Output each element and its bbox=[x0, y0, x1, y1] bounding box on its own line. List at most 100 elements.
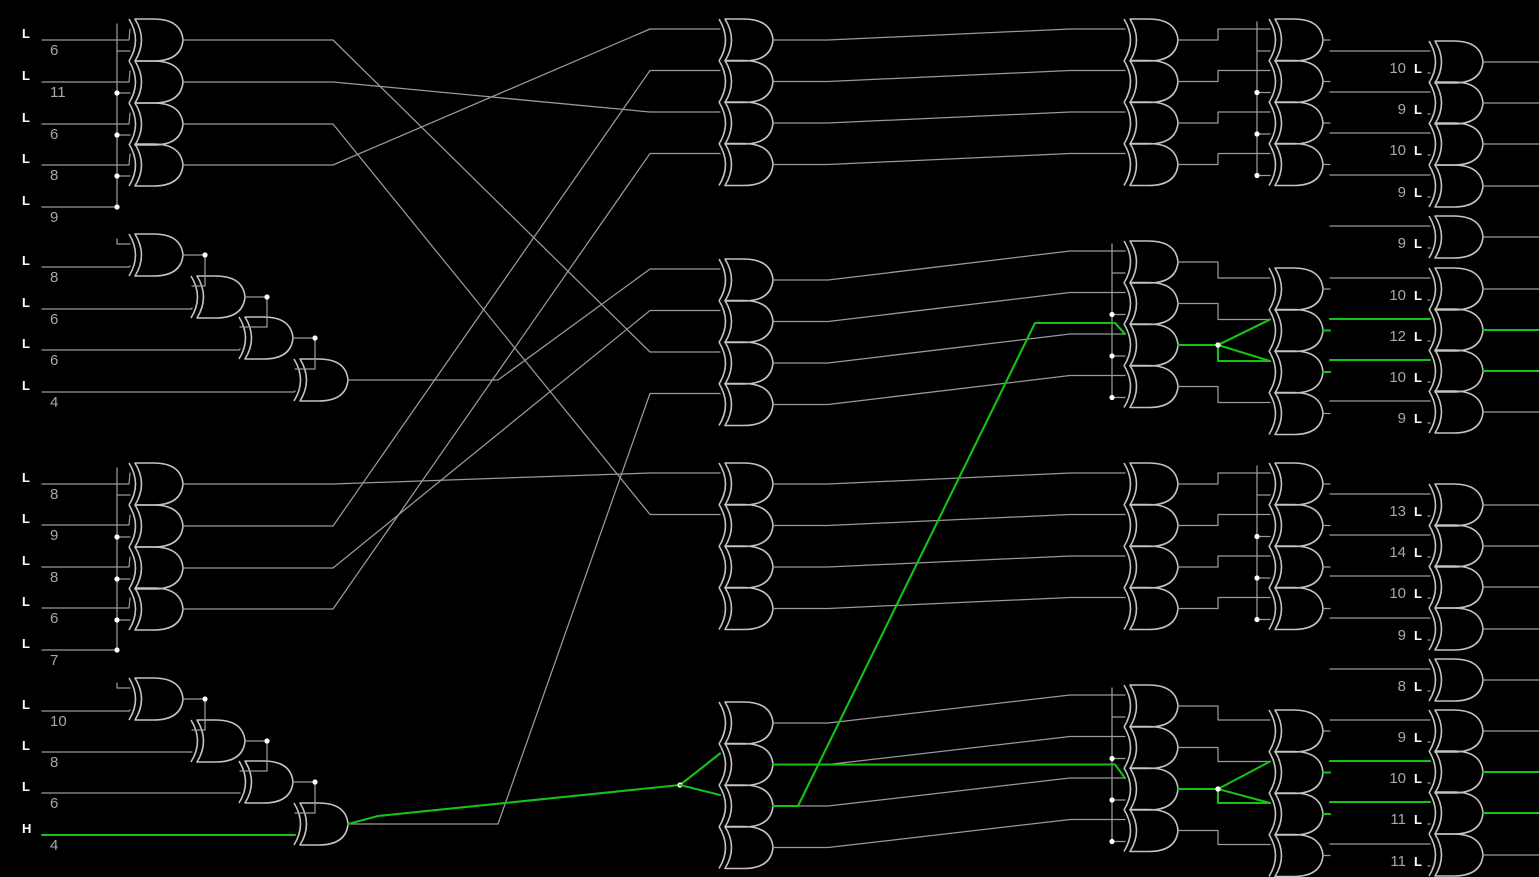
output-const-value-6: 12 bbox=[1389, 328, 1406, 345]
gate-body bbox=[1434, 267, 1484, 311]
xor-back-arc bbox=[1428, 267, 1437, 311]
gate-body bbox=[1434, 607, 1484, 651]
input-wire bbox=[41, 390, 296, 393]
xor-back-arc bbox=[1268, 18, 1277, 62]
junction-node bbox=[1215, 342, 1221, 348]
gate-body bbox=[1274, 18, 1324, 62]
active-path bbox=[1113, 763, 1127, 780]
output-const-value-1: 9 bbox=[1397, 101, 1406, 118]
gate-body bbox=[1274, 142, 1324, 187]
input-value-inputs_bottom-6: 8 bbox=[50, 754, 59, 771]
input-wire bbox=[41, 153, 131, 166]
link bbox=[1177, 28, 1271, 41]
input-level-inputs_top-8: L bbox=[22, 378, 30, 393]
xor-output-gate-8 bbox=[1428, 390, 1484, 434]
output-const-level-12: L bbox=[1414, 628, 1422, 643]
xor-back-arc bbox=[1123, 240, 1132, 284]
xor-output-gate-3 bbox=[1428, 164, 1484, 208]
xor-back-arc bbox=[1268, 751, 1277, 794]
xor-back-arc bbox=[718, 300, 727, 343]
xor-gate-c2-b0-2 bbox=[718, 101, 774, 145]
xor-back-arc bbox=[128, 143, 137, 187]
junction-node bbox=[1109, 838, 1115, 845]
xor-gate-c3-b1-0 bbox=[1123, 240, 1179, 284]
output-const-value-11: 10 bbox=[1389, 585, 1406, 602]
xor-output-gate-6 bbox=[1428, 308, 1484, 352]
xor-gate-c2-b1-3 bbox=[718, 382, 774, 427]
junction-node bbox=[114, 617, 120, 623]
fanout-active bbox=[1216, 787, 1272, 805]
xor-gate-c2-b2-0 bbox=[718, 462, 774, 506]
gate-body bbox=[724, 382, 774, 427]
output-const-value-3: 9 bbox=[1397, 184, 1406, 201]
output-const-level-9: L bbox=[1414, 504, 1422, 519]
xor-gate-c3-b1-3 bbox=[1123, 364, 1179, 409]
xor-output-gate-2 bbox=[1428, 122, 1484, 166]
gate-body bbox=[724, 299, 774, 344]
gate-body bbox=[724, 258, 774, 302]
cross-wire bbox=[772, 250, 1126, 281]
input-level-inputs_top-6: L bbox=[22, 295, 30, 310]
xor-back-arc bbox=[1268, 545, 1277, 589]
input-level-inputs_bottom-0: L bbox=[22, 470, 30, 485]
link-active bbox=[1176, 787, 1272, 805]
gate-body bbox=[1434, 40, 1484, 84]
gate-body bbox=[134, 587, 184, 631]
gate-body bbox=[1274, 709, 1324, 753]
output-const-level-8: L bbox=[1414, 411, 1422, 426]
gate-body bbox=[1129, 545, 1179, 589]
xor-back-arc bbox=[1428, 524, 1437, 568]
diag-wire bbox=[182, 39, 721, 353]
gate-body bbox=[134, 504, 184, 548]
output-const-level-15: L bbox=[1414, 771, 1422, 786]
output-const-value-10: 14 bbox=[1389, 544, 1406, 561]
xor-gate-c1-inputs_top-3 bbox=[128, 143, 184, 187]
input-level-inputs_top-0: L bbox=[22, 26, 30, 41]
xor-output-gate-4 bbox=[1428, 215, 1484, 259]
xor-back-arc bbox=[128, 677, 137, 721]
xor-cascade-inputs_top-2 bbox=[238, 316, 294, 360]
xor-gate-c3-b2-0 bbox=[1123, 462, 1179, 506]
junction-node bbox=[114, 534, 120, 540]
xor-gate-c2-b2-3 bbox=[718, 586, 774, 631]
xor-back-arc bbox=[718, 504, 727, 547]
xor-gate-c3-b0-1 bbox=[1123, 59, 1179, 104]
xor-gate-c3-b1-2 bbox=[1123, 323, 1179, 367]
input-level-inputs_top-1: L bbox=[22, 68, 30, 83]
xor-back-arc bbox=[1123, 545, 1132, 589]
xor-cascade-inputs_top-0 bbox=[128, 233, 184, 277]
fanout-active bbox=[1216, 343, 1272, 363]
link bbox=[1177, 385, 1271, 404]
gate-body bbox=[1129, 725, 1179, 770]
gate-body bbox=[1274, 308, 1324, 353]
xor-back-arc bbox=[1123, 101, 1132, 145]
xor-back-arc bbox=[1428, 565, 1437, 609]
xor-back-arc bbox=[1268, 143, 1277, 186]
xor-gate-c2-b0-0 bbox=[718, 18, 774, 62]
xor-gate-c2-b3-2 bbox=[718, 784, 774, 828]
cascade-wire bbox=[182, 698, 206, 731]
xor-gate-c1-inputs_bottom-0 bbox=[128, 462, 184, 506]
xor-back-arc bbox=[293, 358, 302, 402]
input-wire bbox=[41, 265, 131, 268]
gate-body bbox=[1434, 308, 1484, 352]
link bbox=[1177, 596, 1271, 610]
xor-back-arc bbox=[128, 462, 137, 506]
xor-back-arc bbox=[1428, 833, 1437, 877]
output-const-level-6: L bbox=[1414, 329, 1422, 344]
gate-body bbox=[1129, 462, 1179, 506]
output-const-level-2: L bbox=[1414, 143, 1422, 158]
junction-node bbox=[1215, 786, 1221, 792]
xor-gate-c3-b3-2 bbox=[1123, 767, 1179, 811]
input-value-inputs_bottom-3: 6 bbox=[50, 610, 59, 627]
gate-body bbox=[196, 275, 246, 319]
cross-wire bbox=[772, 513, 1126, 527]
output-const-level-0: L bbox=[1414, 61, 1422, 76]
junction-node bbox=[114, 132, 120, 138]
output-const-value-5: 10 bbox=[1389, 287, 1406, 304]
junction-node bbox=[1254, 616, 1260, 623]
junction-node bbox=[1254, 533, 1260, 540]
output-const-value-0: 10 bbox=[1389, 60, 1406, 77]
junction-node bbox=[1254, 575, 1260, 581]
input-wire bbox=[41, 597, 131, 609]
